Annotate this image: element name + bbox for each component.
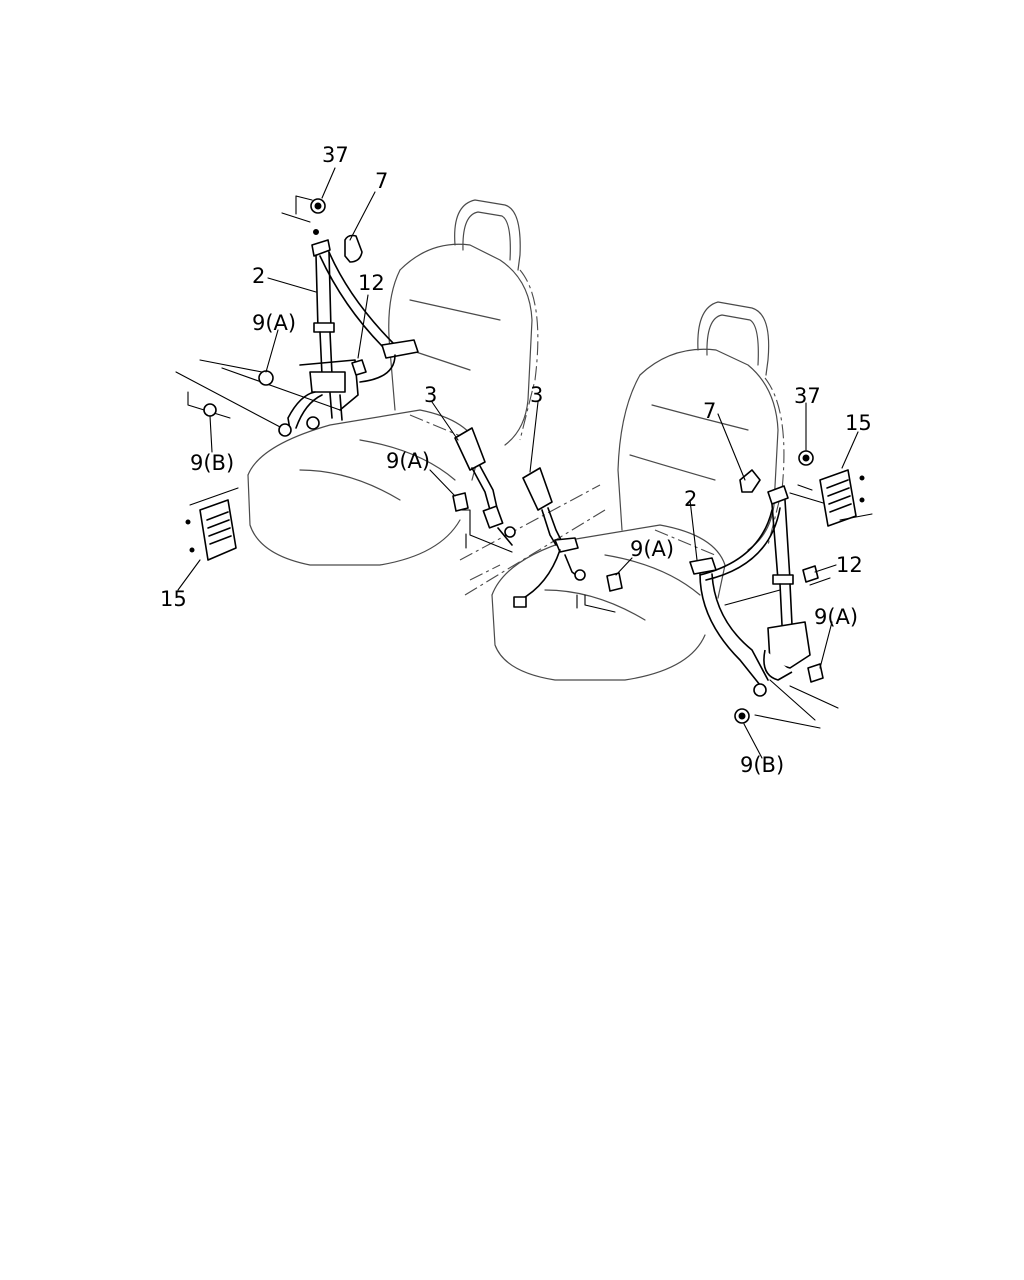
- callout-7-left: 7: [375, 169, 388, 193]
- right-seat-outline: [491, 301, 785, 681]
- callout-2-left: 2: [252, 264, 265, 288]
- callout-9a-center-right: 9(A): [630, 537, 674, 561]
- right-belt-assembly: [689, 450, 839, 729]
- callout-labels: 37 7 2 12 9(A) 9(B) 15 3 3 9(A) 9(A) 37 …: [160, 143, 872, 777]
- center-buckles: [452, 427, 623, 613]
- left-belt-assembly: [175, 195, 419, 437]
- callout-3-right: 3: [530, 383, 543, 407]
- callout-3-left: 3: [424, 383, 437, 407]
- leader-lines: [177, 167, 859, 759]
- callout-12-left: 12: [358, 271, 385, 295]
- callout-2-right: 2: [684, 487, 697, 511]
- callout-37-right: 37: [794, 384, 821, 408]
- callout-9a-center-left: 9(A): [386, 449, 430, 473]
- callout-9a-right: 9(A): [814, 605, 858, 629]
- right-panel-15: [819, 469, 873, 527]
- callout-12-right: 12: [836, 553, 863, 577]
- callout-9b-right: 9(B): [740, 753, 784, 777]
- callout-15-right: 15: [845, 411, 872, 435]
- left-seat-outline: [247, 199, 606, 596]
- callout-9a-left: 9(A): [252, 311, 296, 335]
- callout-9b-left: 9(B): [190, 451, 234, 475]
- callout-7-right: 7: [703, 399, 716, 423]
- callout-37-left: 37: [322, 143, 349, 167]
- left-panel-15: [185, 487, 239, 561]
- callout-15-left: 15: [160, 587, 187, 611]
